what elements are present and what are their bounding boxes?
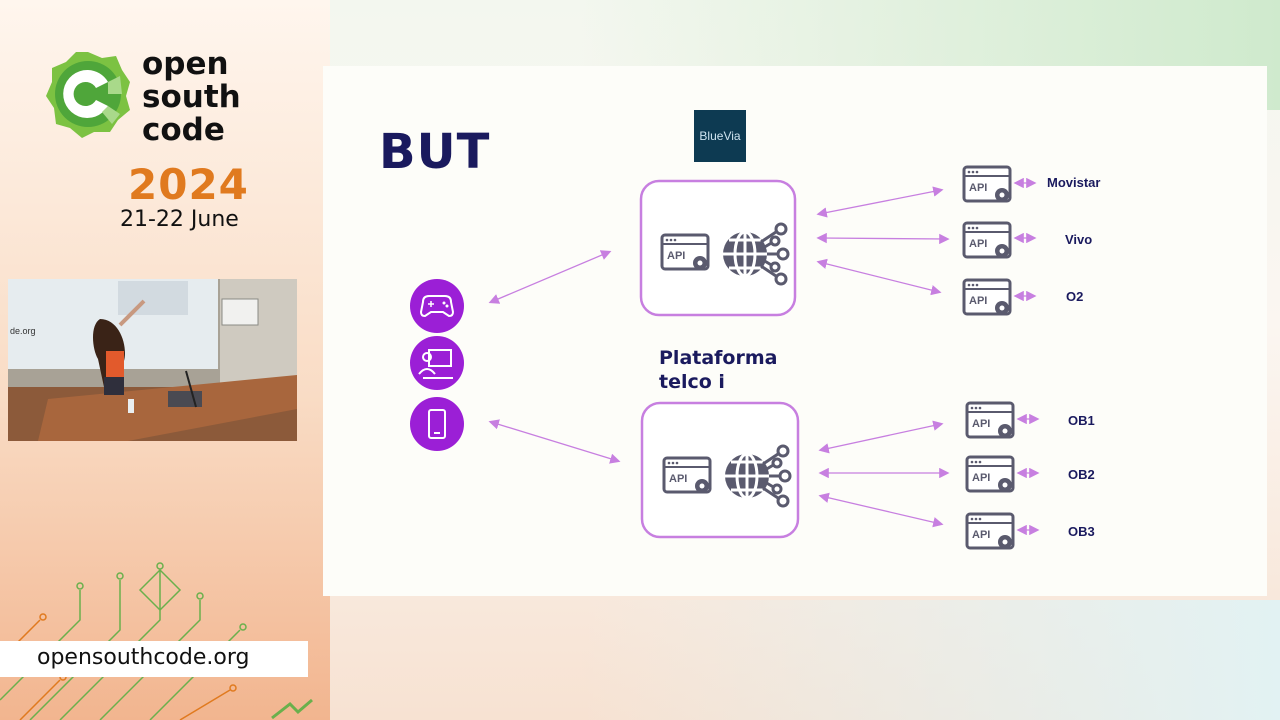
slide-title: BUT <box>379 124 491 180</box>
operator-label-ob2: OB2 <box>1068 467 1095 482</box>
connector-arrow <box>816 186 944 218</box>
operator-label-vivo: Vivo <box>1065 232 1093 247</box>
connector-arrow <box>816 258 942 296</box>
speaker-video-frame: de.org <box>8 279 297 441</box>
bottom-right-gradient <box>580 600 1280 720</box>
platform-box-bluevia <box>639 179 797 317</box>
brand-word-open: open <box>142 46 229 82</box>
api-label: API <box>969 295 987 307</box>
brand-logo: open south code <box>42 48 302 148</box>
platform-label-line2: telco i <box>659 371 725 393</box>
event-dates: 21-22 June <box>120 207 239 232</box>
connector-arrow <box>816 232 950 245</box>
api-label: API <box>969 238 987 250</box>
brand-word-code: code <box>142 112 225 148</box>
website-url-banner <box>0 641 308 677</box>
connector-arrow <box>488 419 621 464</box>
smartphone-icon <box>410 397 464 451</box>
event-year: 2024 <box>128 160 249 209</box>
connector-arrow <box>818 420 944 454</box>
api-label: API <box>972 472 990 484</box>
operator-label-movistar: Movistar <box>1047 175 1101 190</box>
operator-label-ob1: OB1 <box>1068 413 1095 428</box>
brand-wordmark: open south code <box>142 48 241 147</box>
platform-label-line1: Plataforma <box>659 347 778 369</box>
connector-arrow <box>488 250 612 304</box>
platform-box-telco <box>640 401 800 539</box>
api-label: API <box>969 182 987 194</box>
presentation-slide: BUT BlueVia Plataforma telco i <box>323 66 1267 596</box>
connector-arrow <box>818 492 944 528</box>
api-label: API <box>972 418 990 430</box>
bluevia-logo: BlueVia <box>694 110 746 162</box>
platform-label: Plataforma telco i <box>659 346 777 394</box>
circuit-decoration <box>0 562 313 720</box>
speaker-video: de.org <box>8 279 297 441</box>
api-label: API <box>667 250 685 262</box>
wall-text: de.org <box>10 326 36 336</box>
website-url[interactable]: opensouthcode.org <box>37 645 250 670</box>
telco-diagram: API API API API API <box>410 165 1040 551</box>
api-label: API <box>669 473 687 485</box>
operator-label-ob3: OB3 <box>1068 524 1095 539</box>
gamepad-icon <box>410 279 464 333</box>
opensouthcode-logo-icon <box>46 52 130 138</box>
api-label: API <box>972 529 990 541</box>
operator-label-o2: O2 <box>1066 289 1084 304</box>
brand-word-south: south <box>142 79 241 115</box>
remote-user-icon <box>410 336 464 390</box>
